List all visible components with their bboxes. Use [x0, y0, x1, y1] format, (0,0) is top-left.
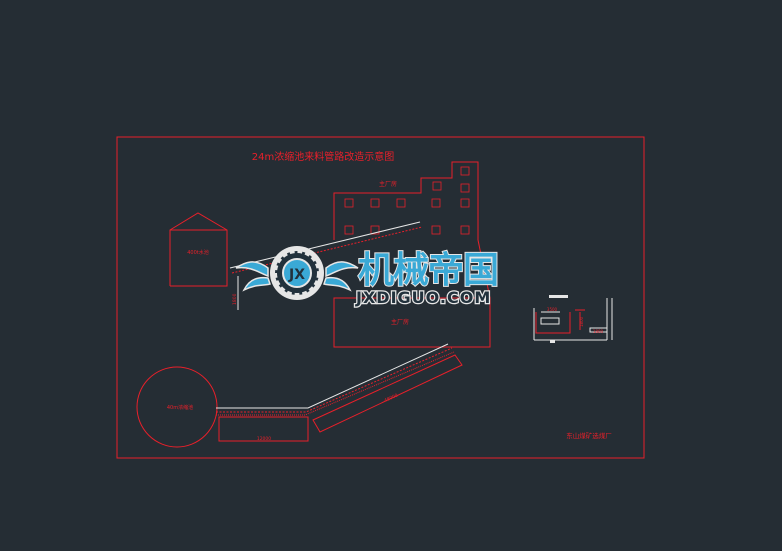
watermark-logo: JX 机械帝国 JXDIGUO.COM	[235, 246, 500, 308]
company-label: 东山煤矿选煤厂	[566, 431, 612, 440]
dim-horizontal: 12000	[257, 436, 271, 442]
dim-diagonal: 48000	[383, 392, 399, 403]
thickener-pool	[136, 366, 218, 448]
watermark-brand-cn: 机械帝国	[358, 250, 498, 291]
drawing-title: 24m浓缩池来料管路改造示意图	[252, 150, 394, 163]
building-windows	[344, 166, 470, 235]
round-pool-label: 40m浓缩池	[167, 404, 193, 411]
tank-label: 400t水池	[187, 249, 209, 256]
lower-pipeline	[216, 343, 463, 442]
detail-dim-side: 1800	[579, 316, 584, 327]
main-building-upper	[333, 161, 479, 240]
detail-dim-bottom: 1800	[593, 329, 604, 334]
dim-vertical: 1800	[232, 293, 238, 305]
water-tank	[169, 212, 228, 287]
watermark-emblem: JX	[235, 246, 359, 300]
detail-dim-top: 3500	[547, 307, 558, 312]
drawing-frame	[116, 136, 645, 459]
main-building-lower	[333, 297, 491, 348]
main-building-lower-label: 主厂房	[391, 318, 409, 326]
building-link-line	[477, 239, 491, 299]
main-building-label: 主厂房	[379, 180, 397, 188]
watermark-brand-url: JXDIGUO.COM	[355, 288, 491, 307]
watermark-emblem-letters: JX	[288, 267, 305, 283]
detail-section	[533, 295, 613, 343]
